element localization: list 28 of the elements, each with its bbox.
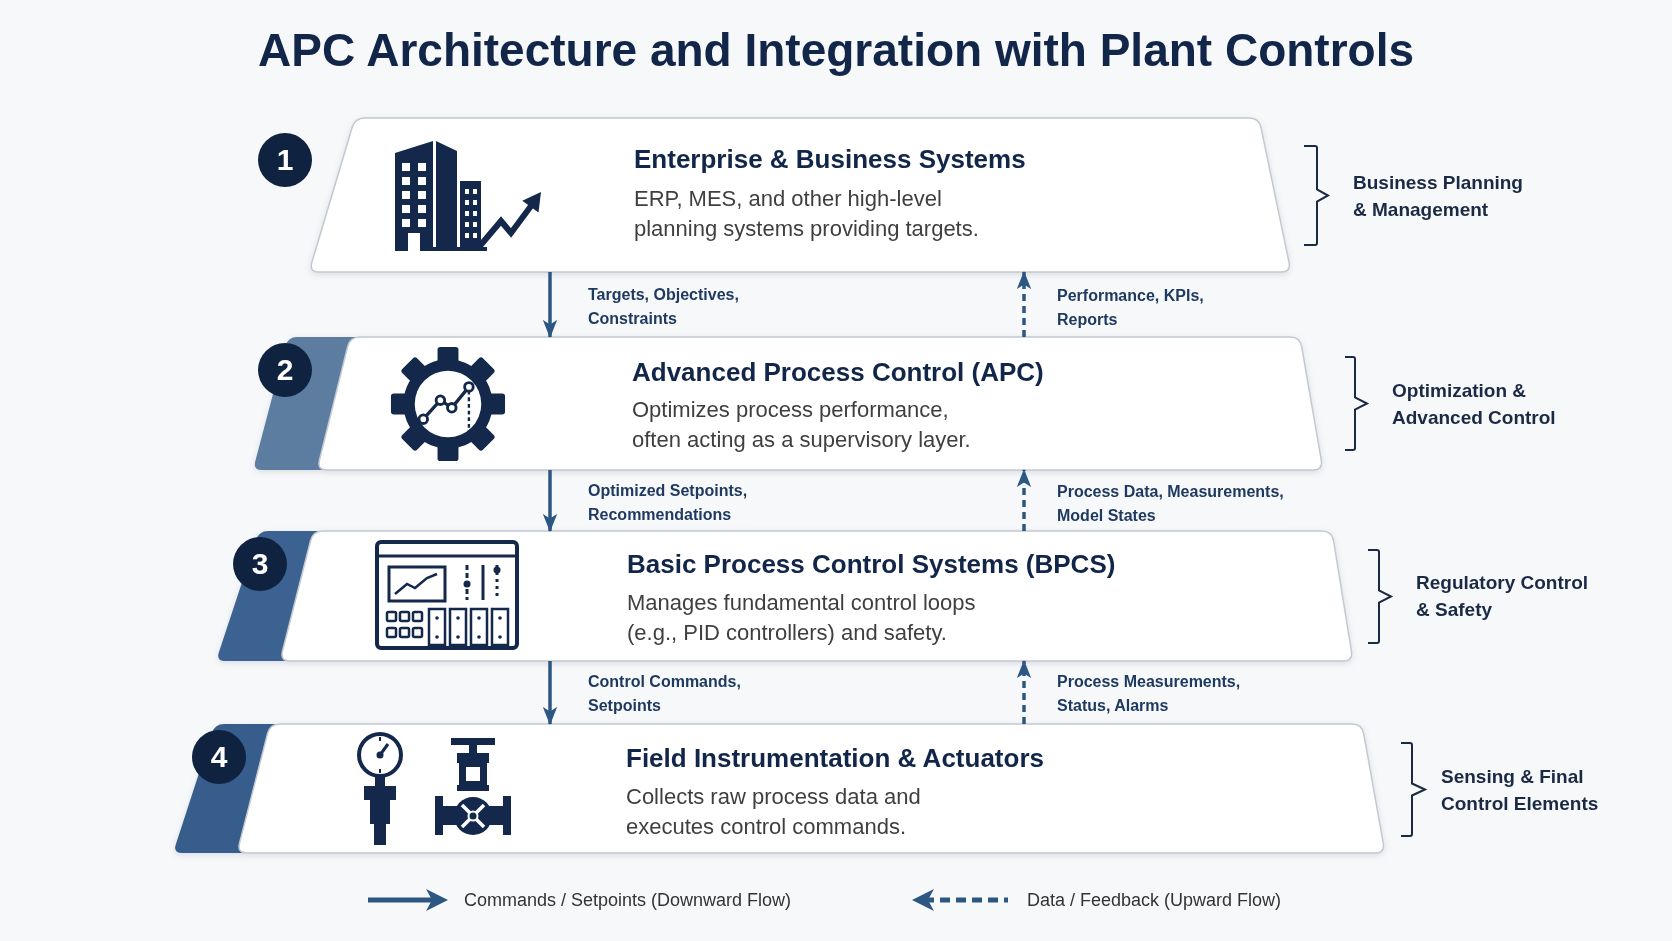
layer-description: ERP, MES, and other high-level planning systems providing targets.: [634, 185, 980, 243]
step-number: 2: [258, 343, 312, 397]
layer-role-label: Sensing & Final Control Elements: [1441, 765, 1600, 816]
dashed-arrow: [1016, 660, 1032, 724]
diagram-title: APC Architecture and Integration with Plant Controls: [258, 23, 1414, 78]
legend-label: Data / Feedback (Upward Flow): [1027, 889, 1282, 912]
arrow: [542, 272, 558, 338]
legend-label: Commands / Setpoints (Downward Flow): [464, 889, 792, 912]
layer-description: Optimizes process performance, often acting as a supervisory layer.: [632, 396, 972, 454]
layer-panel: [253, 337, 1323, 470]
layer-panel: [309, 118, 1291, 272]
layer-description: Manages fundamental control loops (e.g., PID controllers) and safety.: [627, 589, 977, 647]
arrow: [542, 661, 558, 725]
layer-title: Advanced Process Control (APC): [632, 356, 1044, 388]
dashed-arrow: [1016, 271, 1032, 337]
layer-panel: [216, 531, 1353, 661]
layer-description: Collects raw process data and executes control commands.: [626, 783, 922, 841]
layer-title: Basic Process Control Systems (BPCS): [627, 548, 1116, 580]
layer-panel: [173, 724, 1385, 853]
arrow: [542, 470, 558, 532]
layer-role-label: Regulatory Control & Safety: [1416, 571, 1590, 622]
layer-title: Enterprise & Business Systems: [634, 143, 1026, 175]
step-number: 3: [233, 537, 287, 591]
layer-role-label: Business Planning & Management: [1353, 171, 1524, 222]
step-number: 1: [258, 133, 312, 187]
layer-title: Field Instrumentation & Actuators: [626, 742, 1044, 774]
layer-role-label: Optimization & Advanced Control: [1392, 379, 1557, 430]
dashed-arrow: [1016, 469, 1032, 531]
